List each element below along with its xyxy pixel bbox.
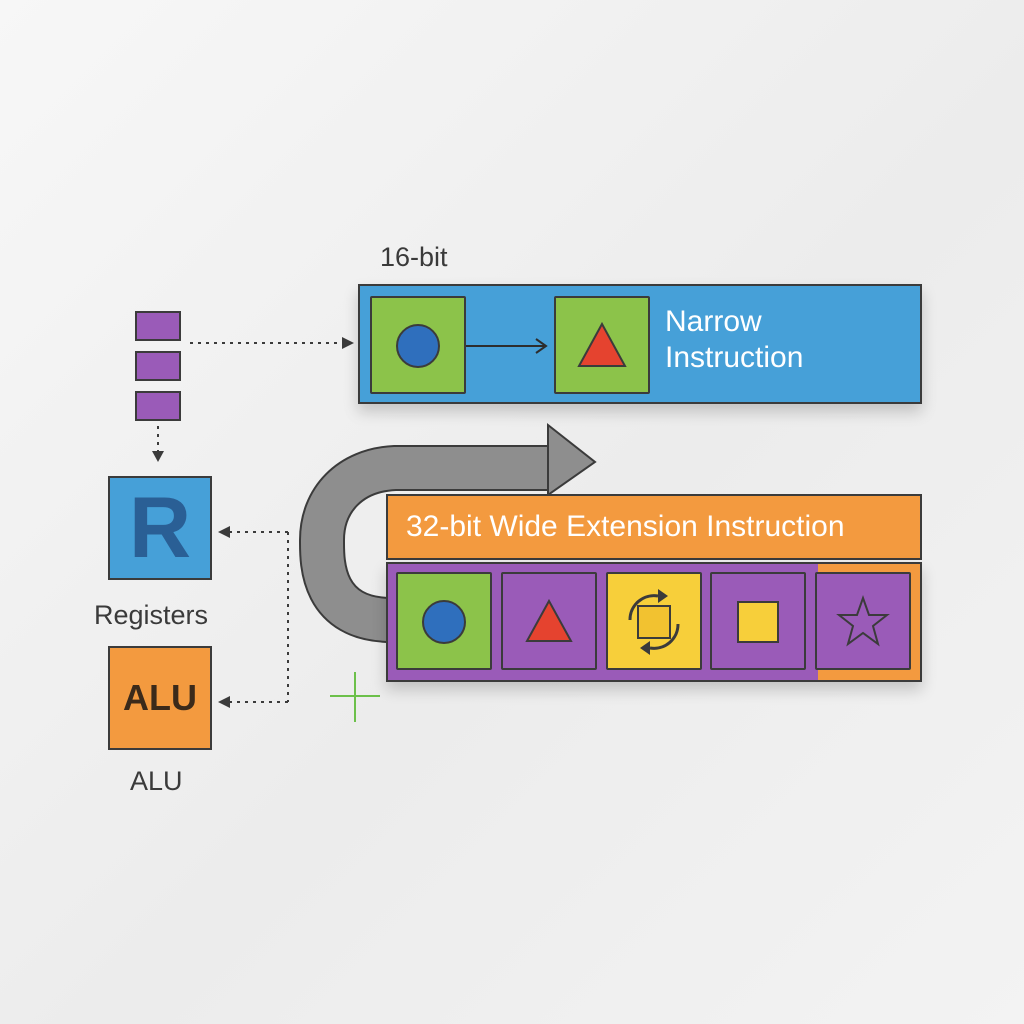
alu-icon-text: ALU <box>123 677 197 718</box>
registers-unit: R <box>108 476 212 580</box>
narrow-inner-arrow <box>466 338 548 354</box>
register-block <box>135 311 181 341</box>
bit16-label: 16-bit <box>380 242 448 272</box>
arrowhead <box>152 451 164 462</box>
arrowhead <box>218 696 230 708</box>
wide-cell-star <box>815 572 911 670</box>
triangle-icon <box>577 321 627 367</box>
register-block <box>135 391 181 421</box>
narrow-instruction-label: Narrow Instruction <box>665 304 803 376</box>
arrowhead <box>218 526 230 538</box>
narrow-cell-circle <box>370 296 466 394</box>
triangle-icon <box>525 598 573 642</box>
registers-caption: Registers <box>94 600 209 630</box>
registers-icon: R <box>128 479 192 576</box>
wide-cell-square <box>710 572 806 670</box>
register-block <box>135 351 181 381</box>
wide-instruction-header <box>386 494 922 560</box>
alu-unit: ALU <box>108 646 212 750</box>
wide-cell-circle <box>396 572 492 670</box>
wide-instruction-title: 32-bit Wide Extension Instruction <box>406 510 845 543</box>
circle-icon <box>422 600 466 644</box>
alu-caption: ALU <box>130 766 183 796</box>
star-icon <box>836 594 890 647</box>
rotate-arrows-icon <box>628 589 680 655</box>
square-icon <box>737 601 779 643</box>
wide-cell-rotate <box>606 572 702 670</box>
narrow-cell-triangle <box>554 296 650 394</box>
arrowhead <box>342 337 354 349</box>
circle-icon <box>396 324 440 368</box>
wide-cell-triangle <box>501 572 597 670</box>
narrow-label-line1: Narrow <box>665 305 762 338</box>
narrow-label-line2: Instruction <box>665 341 804 374</box>
